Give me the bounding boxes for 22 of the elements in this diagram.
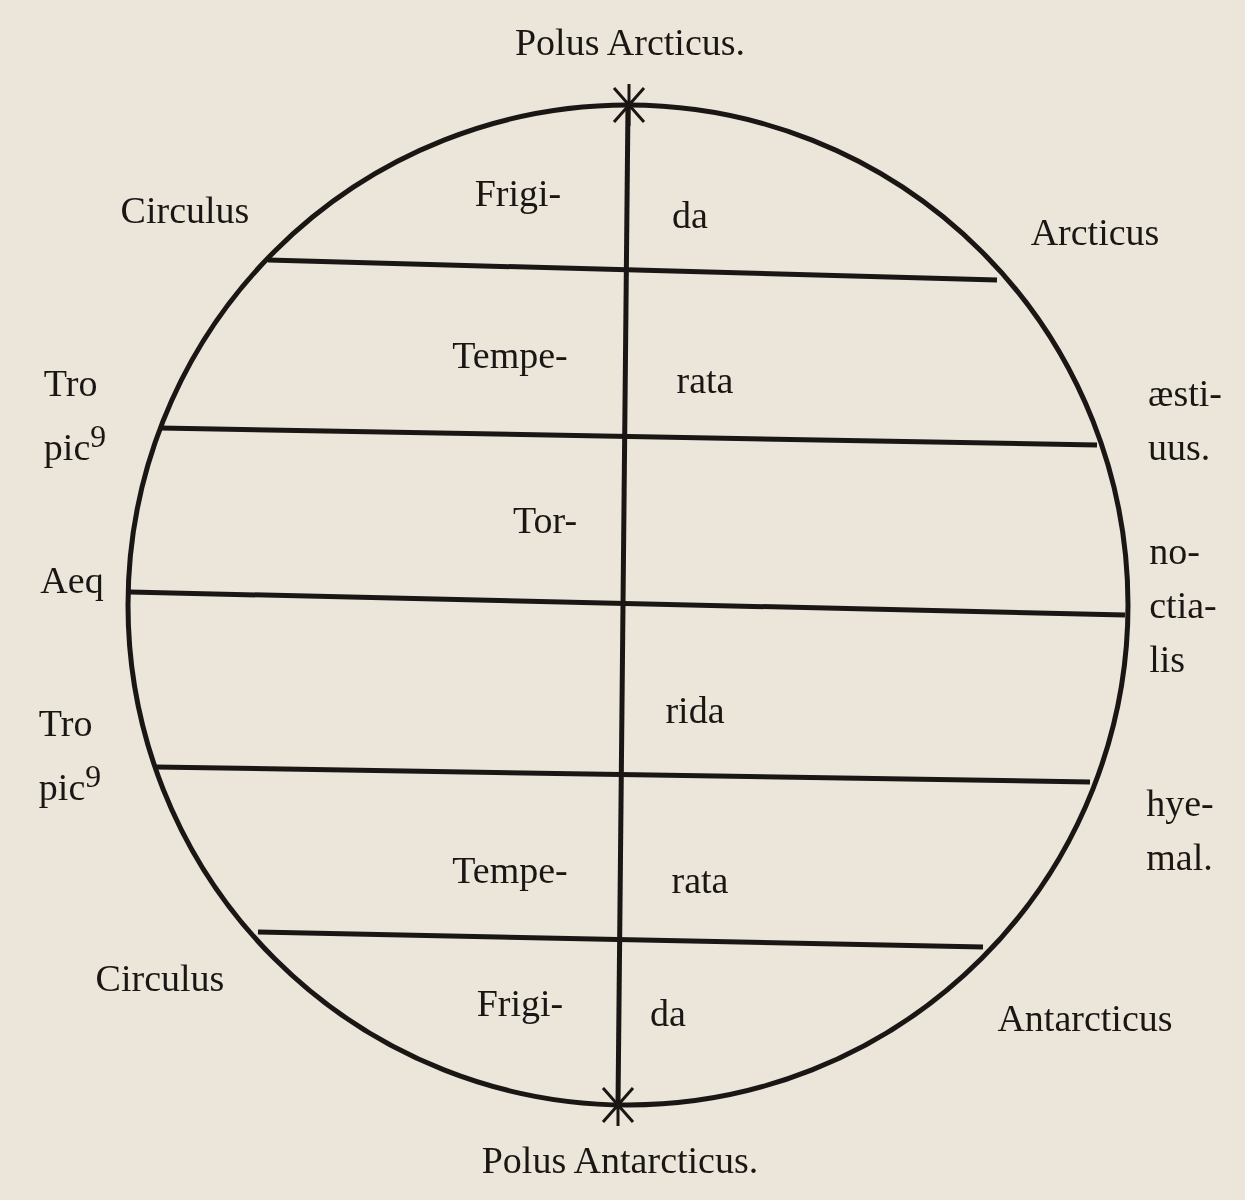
zone-label: Circulus bbox=[120, 188, 250, 233]
zone-label: no- ctia- lis bbox=[1149, 529, 1217, 682]
zone-label: da bbox=[672, 193, 708, 238]
zone-label: Tro pic$^{9}$ bbox=[43, 360, 107, 471]
zone-label: Tor- bbox=[512, 498, 578, 543]
zone-label: da bbox=[650, 991, 686, 1036]
zone-label: Aeq bbox=[40, 558, 104, 603]
zone-label: rata bbox=[671, 858, 729, 903]
zone-label: Circulus bbox=[95, 956, 225, 1001]
zone-label: Frigi- bbox=[474, 171, 562, 216]
pole-label: Polus Arcticus. bbox=[514, 20, 746, 65]
zone-label: Antarcticus bbox=[997, 996, 1173, 1041]
zone-label: Tempe- bbox=[452, 333, 568, 378]
zone-label: Frigi- bbox=[476, 981, 564, 1026]
zone-label: Tempe- bbox=[452, 848, 568, 893]
pole-label: Polus Antarcticus. bbox=[481, 1138, 759, 1183]
zone-label: æsti- uus. bbox=[1148, 371, 1222, 470]
zone-label: hye- mal. bbox=[1146, 781, 1214, 880]
zone-label: Arcticus bbox=[1030, 210, 1160, 255]
zone-label: Tro pic$^{9}$ bbox=[38, 700, 102, 811]
zone-label: rata bbox=[676, 358, 734, 403]
zone-label: rida bbox=[665, 688, 725, 733]
